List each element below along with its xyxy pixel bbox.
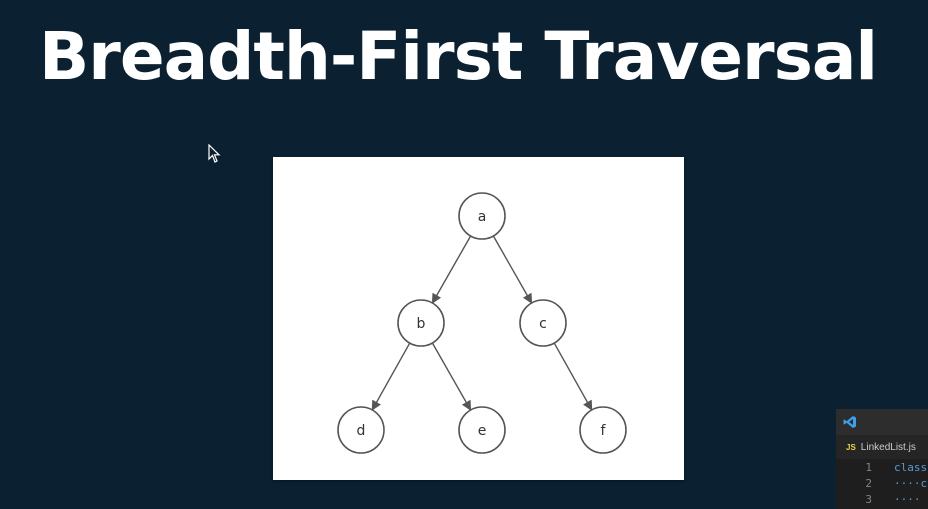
tree-node-a: a [458, 192, 506, 240]
code-text: ····c [894, 476, 928, 490]
node-circle [579, 406, 627, 454]
line-number: 3 [865, 492, 872, 506]
node-circle [458, 192, 506, 240]
tree-node-f: f [579, 406, 627, 454]
node-label: d [357, 423, 366, 439]
code-editor-window: JS LinkedList.js 1 class 2 ····c 3 ···· [836, 409, 928, 509]
tree-node-b: b [397, 299, 445, 347]
tree-node-d: d [337, 406, 385, 454]
code-line[interactable]: 1 class [836, 459, 928, 475]
tab-label: LinkedList.js [860, 441, 916, 453]
node-label: a [478, 209, 487, 225]
node-circle [397, 299, 445, 347]
tree-node-e: e [458, 406, 506, 454]
edge-b-d [371, 342, 411, 411]
node-circle [519, 299, 567, 347]
tree-node-c: c [519, 299, 567, 347]
node-circle [337, 406, 385, 454]
edge-b-e [431, 342, 472, 411]
node-label: e [478, 423, 487, 439]
node-circle [458, 406, 506, 454]
code-line[interactable]: 3 ···· [836, 491, 928, 507]
line-number: 1 [865, 460, 872, 474]
node-label: f [601, 423, 607, 439]
tree-svg: a b c d e f [337, 192, 627, 454]
node-label: b [417, 316, 426, 332]
code-line[interactable]: 2 ····c [836, 475, 928, 491]
tree-diagram: a b c d e f [273, 157, 684, 480]
edge-a-c [492, 235, 533, 304]
edge-c-f [553, 342, 593, 411]
code-text: class [894, 460, 928, 474]
mouse-cursor-icon [208, 144, 221, 163]
node-label: c [539, 316, 547, 332]
code-text: ···· [894, 492, 921, 506]
slide-title: Breadth-First Traversal [38, 18, 878, 95]
line-number: 2 [865, 476, 872, 490]
js-file-icon: JS [846, 442, 856, 452]
edge-a-b [431, 235, 472, 304]
vscode-logo-icon [843, 416, 856, 428]
editor-titlebar [836, 409, 928, 435]
editor-tab-linkedlist[interactable]: JS LinkedList.js [836, 435, 928, 459]
